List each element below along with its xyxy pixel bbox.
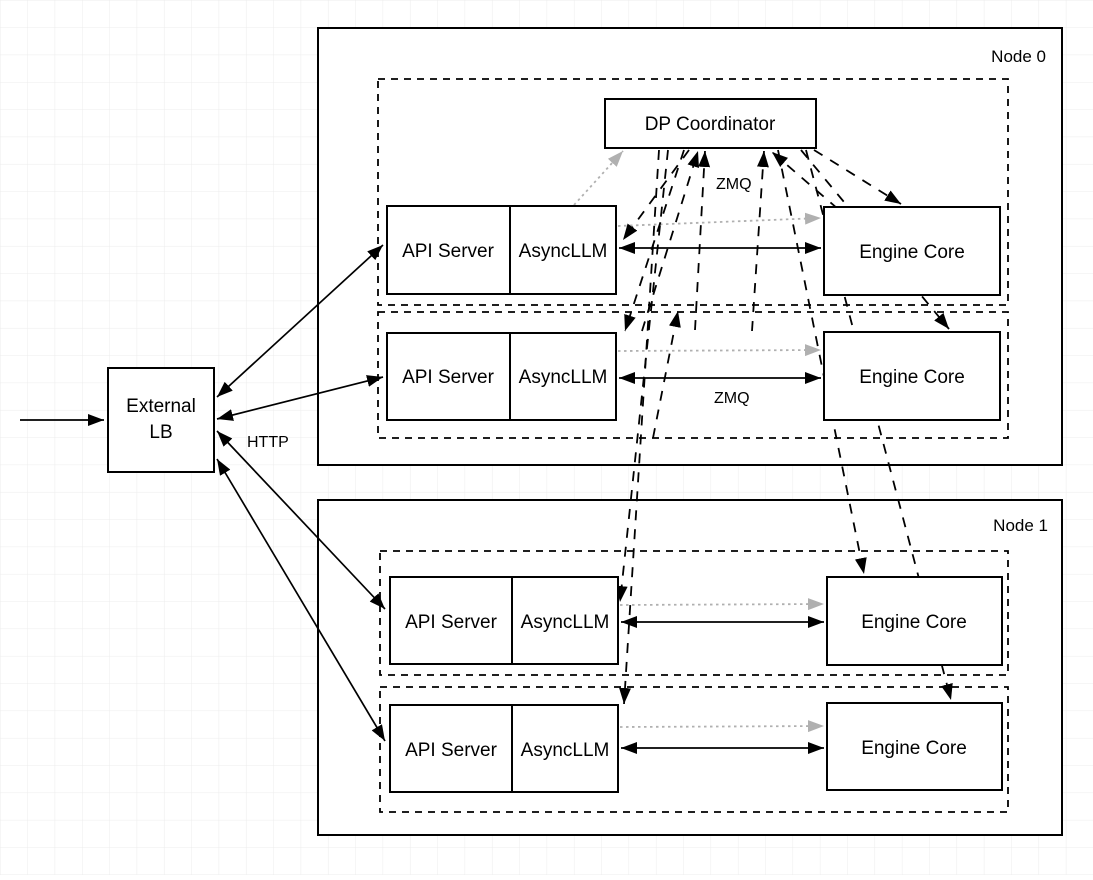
edge-coord-to-async-n0r2	[624, 149, 685, 332]
api-server-label-n1r1: API Server	[405, 612, 498, 633]
external-lb-box	[107, 367, 215, 473]
node0-label: Node 0	[991, 47, 1046, 66]
edge-async-engine-dotted-n1r2	[619, 720, 825, 733]
engine-core-box-n0r2	[823, 331, 1001, 421]
edge-async-engine-dotted-n0r1	[617, 212, 822, 227]
engine-core-box-n1r2	[826, 702, 1003, 791]
external-lb-label-line1: External	[126, 396, 196, 417]
api-async-box-n1r2	[389, 704, 619, 793]
node1-replica1-group	[379, 550, 1009, 676]
dp-coordinator-label: DP Coordinator	[645, 114, 776, 135]
edge-async-engine-dotted-n1r1	[619, 598, 825, 611]
asyncllm-label-n0r1: AsyncLLM	[519, 241, 608, 262]
node0-replica2-group	[377, 311, 1009, 439]
engine-core-label-n1r2: Engine Core	[861, 738, 967, 759]
asyncllm-label-n1r2: AsyncLLM	[521, 740, 610, 761]
engine-core-label-n1r1: Engine Core	[861, 612, 967, 633]
edge-lb-n0r1-api	[216, 244, 384, 398]
api-async-box-n0r1	[386, 205, 617, 295]
engine-core-box-n1r1	[826, 576, 1003, 666]
api-async-box-n1r1	[389, 576, 619, 665]
node1-replica2-group	[379, 686, 1009, 813]
asyncllm-label-n0r2: AsyncLLM	[519, 367, 608, 388]
engine-core-label-n0r1: Engine Core	[859, 242, 965, 263]
edge-up-arrow-row-boundary	[652, 310, 681, 439]
edge-async-engine-dotted-n0r2	[617, 344, 822, 357]
edge-lb-n1r2-api	[216, 458, 386, 742]
zmq-label-engine: ZMQ	[714, 390, 750, 407]
edge-coord-to-engine-n0r1	[813, 149, 902, 205]
api-server-label-n0r1: API Server	[402, 241, 495, 262]
edge-coord-to-engine-n1r1	[777, 149, 867, 575]
edge-async-to-coordinator-dotted	[573, 150, 624, 206]
edge-engine-to-coord-4	[771, 151, 839, 210]
api-async-box-n0r2	[386, 332, 617, 421]
api-server-label-n0r2: API Server	[402, 367, 495, 388]
dp-coordinator-box	[604, 98, 817, 149]
engine-core-box-n0r1	[823, 206, 1001, 296]
node0-replica1-group	[377, 78, 1009, 306]
external-lb-label-line2: LB	[149, 422, 172, 443]
asyncllm-label-n1r1: AsyncLLM	[521, 612, 610, 633]
edge-lb-n0r2-api	[216, 375, 384, 421]
engine-core-label-n0r2: Engine Core	[859, 367, 965, 388]
edge-engine-to-coord-1	[641, 150, 699, 332]
api-server-label-n1r2: API Server	[405, 740, 498, 761]
http-label: HTTP	[247, 434, 289, 451]
node1-label: Node 1	[993, 516, 1048, 535]
zmq-label-coordinator: ZMQ	[716, 176, 752, 193]
edge-coord-to-async-n1r2	[619, 149, 660, 705]
